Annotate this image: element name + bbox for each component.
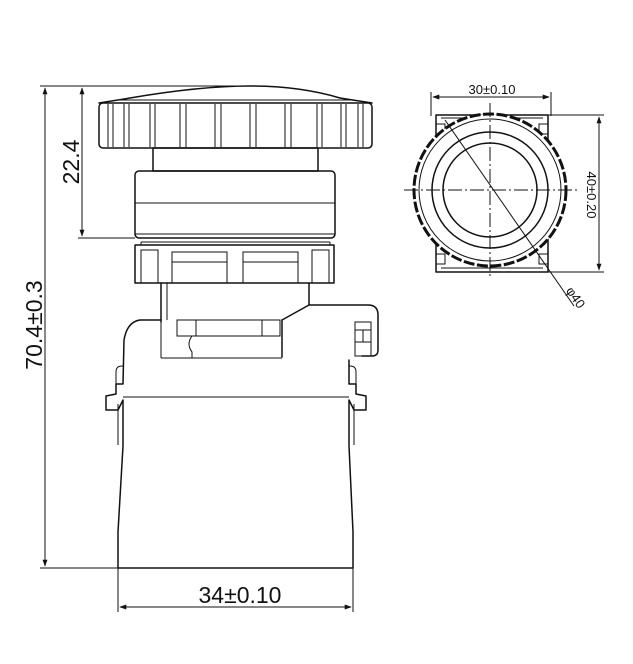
latch-clip bbox=[281, 304, 379, 357]
dimension-overall-height: 70.4±0.3 bbox=[21, 85, 250, 569]
cap-knurled-ring bbox=[98, 102, 373, 149]
dimension-cap-height: 22.4 bbox=[58, 87, 135, 239]
front-view: φ40 bbox=[404, 103, 588, 311]
cap-diameter-label: φ40 bbox=[563, 284, 588, 311]
overall-height-label: 70.4±0.3 bbox=[21, 280, 47, 369]
dimension-front-width: 30±0.10 bbox=[430, 82, 552, 116]
front-width-label: 30±0.10 bbox=[469, 82, 516, 97]
dimension-front-height: 40±0.20 bbox=[548, 114, 604, 273]
body-width-label: 34±0.10 bbox=[199, 582, 282, 608]
cap-stem bbox=[152, 147, 319, 172]
threaded-neck bbox=[160, 282, 310, 358]
bezel bbox=[134, 170, 336, 239]
front-height-label: 40±0.20 bbox=[584, 172, 599, 219]
side-view bbox=[98, 85, 379, 569]
cap-knurl-lines bbox=[107, 104, 364, 147]
panel-nut bbox=[134, 244, 335, 284]
contact-block-body bbox=[105, 319, 367, 569]
cap-height-label: 22.4 bbox=[58, 139, 84, 184]
dimension-body-width: 34±0.10 bbox=[117, 568, 354, 612]
